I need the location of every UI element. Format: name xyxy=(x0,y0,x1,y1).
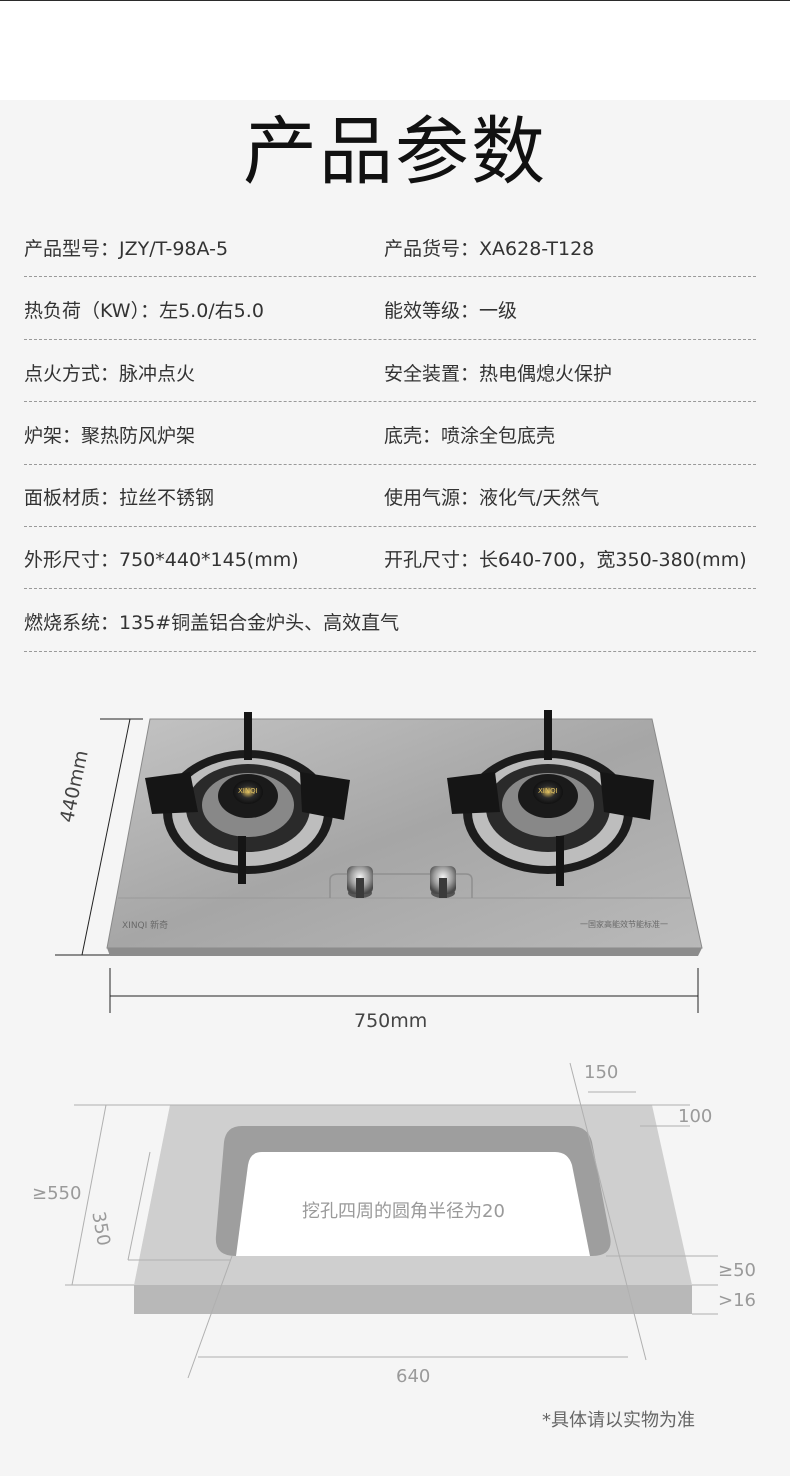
left-burner xyxy=(145,712,350,884)
dim-150-label: 150 xyxy=(584,1062,619,1083)
param-gas-source: 使用气源：液化气/天然气 xyxy=(384,487,600,509)
param-safety: 安全装置：热电偶熄火保护 xyxy=(384,363,613,385)
divider xyxy=(24,588,756,589)
divider xyxy=(24,276,756,277)
param-panel-material: 面板材质：拉丝不锈钢 xyxy=(24,487,215,509)
depth-dim-line xyxy=(81,718,131,956)
footer-note: *具体请以实物为准 xyxy=(542,1410,695,1431)
width-dim-label: 750mm xyxy=(354,1010,428,1032)
cutout-diagram xyxy=(65,1062,718,1379)
divider xyxy=(24,464,756,465)
left-burner-logo: XINQI xyxy=(238,787,258,795)
right-burner-logo: XINQI xyxy=(538,787,558,795)
dim-550-label: ≥550 xyxy=(32,1183,82,1204)
param-dimensions: 外形尺寸：750*440*145(mm) xyxy=(24,549,299,571)
dim-640-label: 640 xyxy=(396,1366,431,1387)
cooktop-edge xyxy=(107,948,702,956)
param-heat-load: 热负荷（KW）：左5.0/右5.0 xyxy=(24,300,264,322)
divider xyxy=(24,401,756,402)
dim-16-label: >16 xyxy=(718,1290,756,1311)
brand-logo: XINQI 新奇 xyxy=(122,921,169,931)
corner-radius-note: 挖孔四周的圆角半径为20 xyxy=(302,1201,505,1222)
param-rack: 炉架：聚热防风炉架 xyxy=(24,425,196,447)
param-ignition: 点火方式：脉冲点火 xyxy=(24,363,196,385)
param-model: 产品型号：JZY/T-98A-5 xyxy=(24,238,229,260)
param-efficiency: 能效等级：一级 xyxy=(384,300,518,322)
param-shell: 底壳：喷涂全包底壳 xyxy=(384,425,556,447)
param-item-no: 产品货号：XA628-T128 xyxy=(384,238,595,260)
dim-100-label: 100 xyxy=(678,1106,713,1127)
page-title: 产品参数 xyxy=(243,109,547,195)
left-knob xyxy=(347,866,373,898)
divider xyxy=(24,651,756,652)
top-border-line xyxy=(0,0,790,1)
param-burner-system: 燃烧系统：135#铜盖铝合金炉头、高效直气 xyxy=(24,612,400,634)
countertop-front xyxy=(134,1285,692,1314)
cutout-hole xyxy=(236,1152,590,1256)
param-cutout-size: 开孔尺寸：长640-700，宽350-380(mm) xyxy=(384,549,747,571)
panel-label: 一国家高能效节能标准一 xyxy=(580,920,668,929)
right-burner xyxy=(447,710,654,886)
divider xyxy=(24,339,756,340)
right-knob xyxy=(430,866,456,898)
divider xyxy=(24,526,756,527)
dim-50-label: ≥50 xyxy=(718,1260,756,1281)
